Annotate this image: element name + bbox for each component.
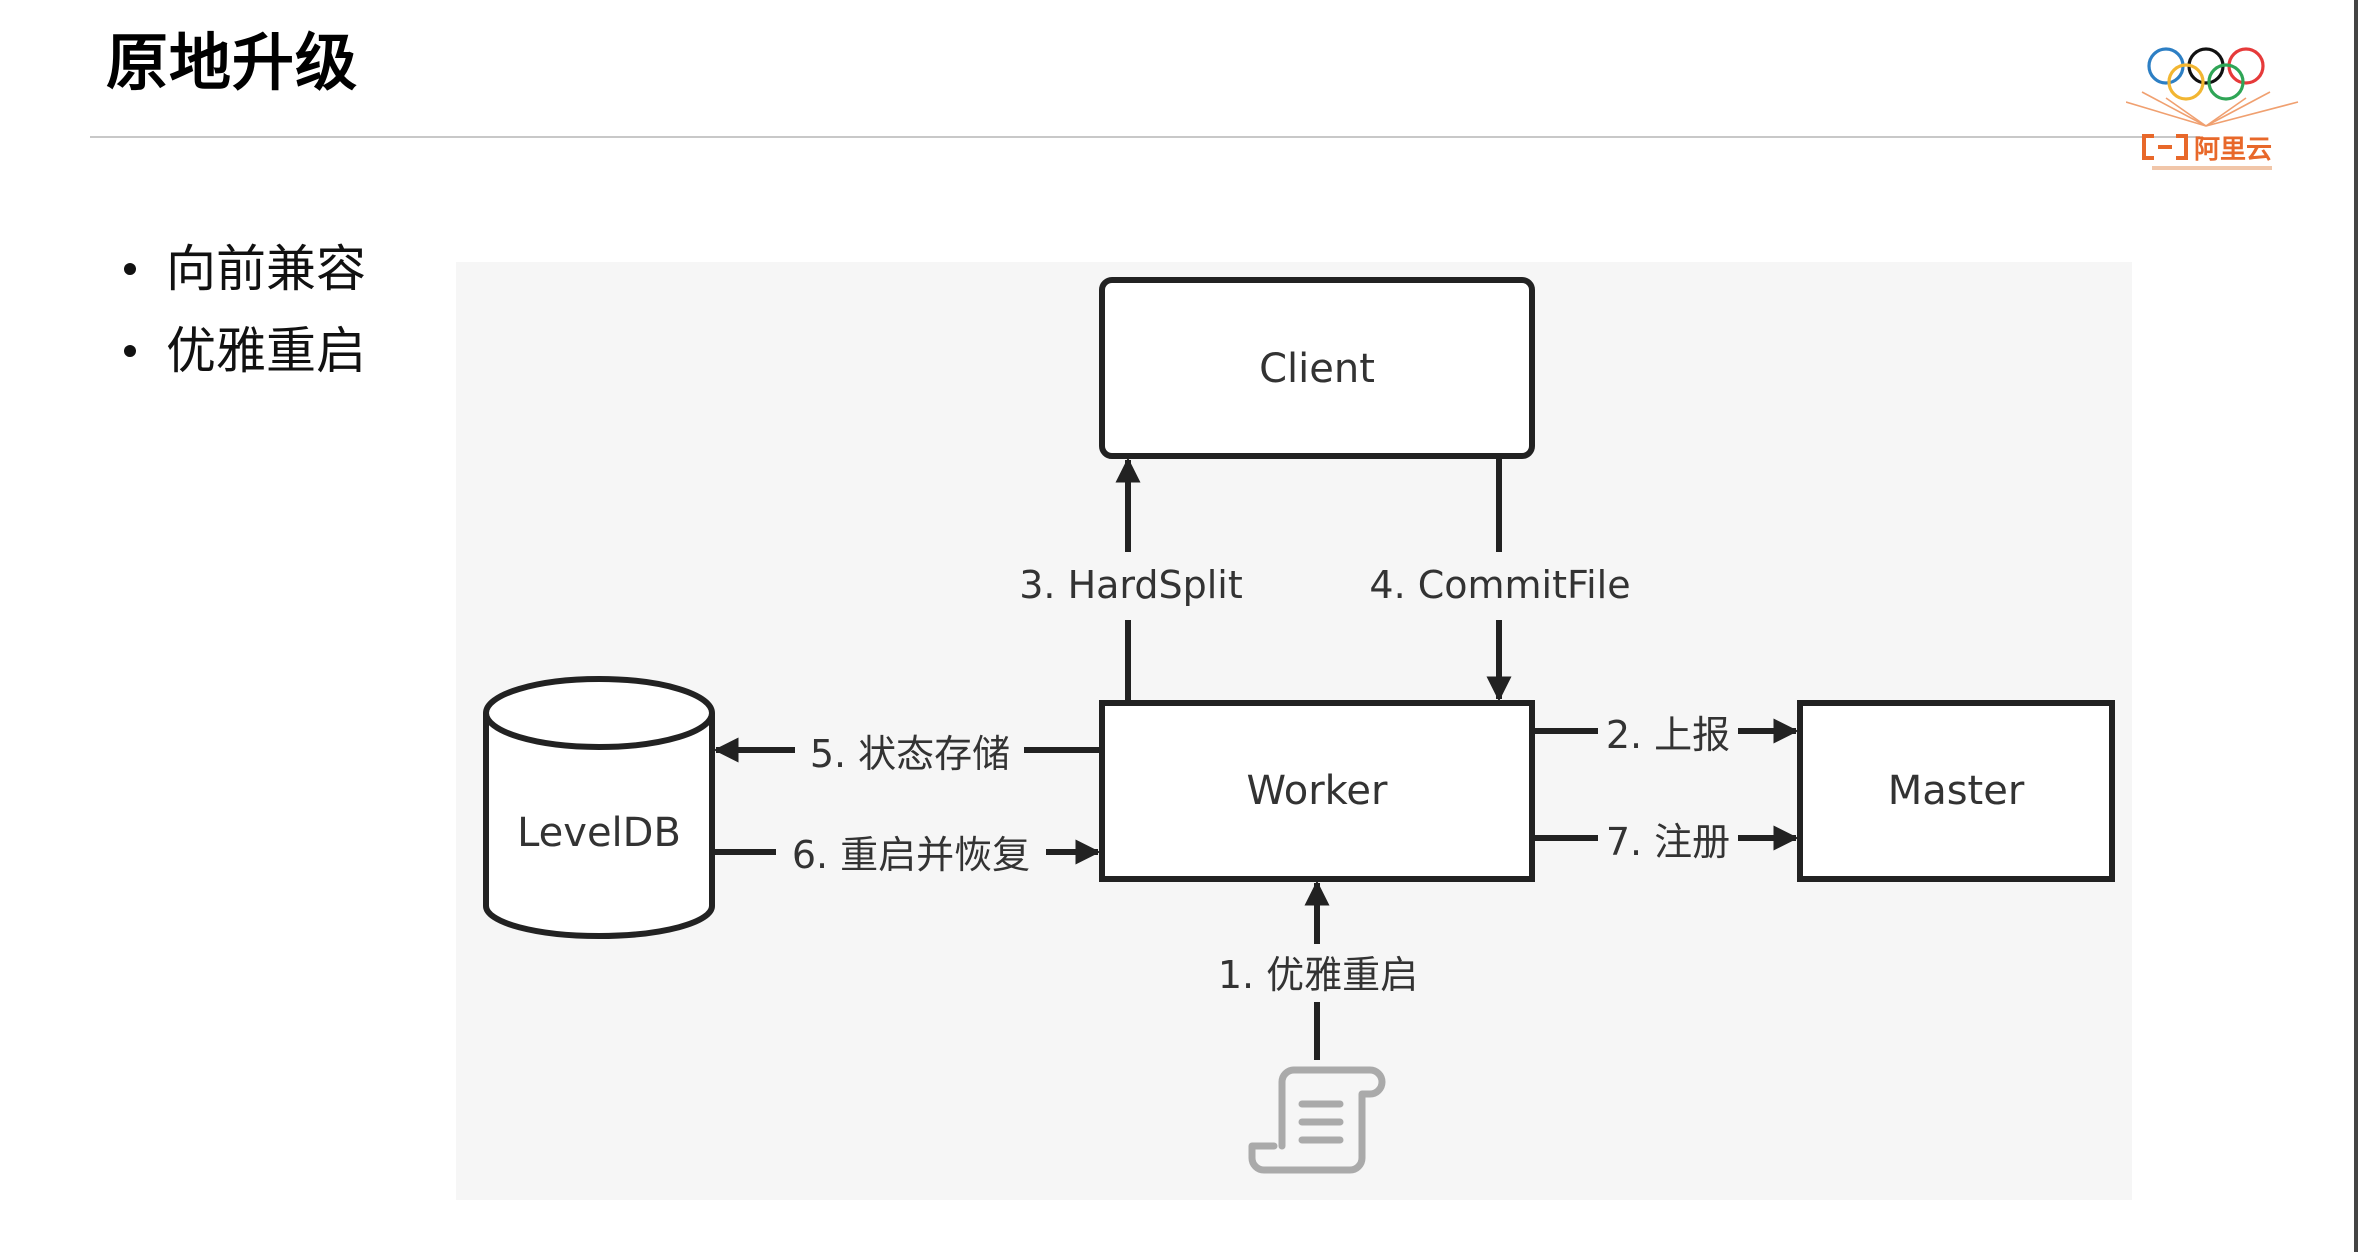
- aliyun-mark-icon: [2142, 134, 2188, 160]
- edge-graceful-label: 1. 优雅重启: [1218, 953, 1418, 997]
- client-label: Client: [1259, 346, 1375, 392]
- leveldb-node: [483, 676, 715, 939]
- worker-node: [1099, 700, 1535, 882]
- edge-commitfile-label: 4. CommitFile: [1369, 563, 1630, 607]
- edge-store-label: 5. 状态存储: [810, 732, 1010, 776]
- client-node: [1099, 277, 1535, 459]
- bullet-list: 向前兼容 优雅重启: [124, 228, 366, 392]
- bullet-dot: [124, 345, 136, 357]
- bullet-dot: [124, 263, 136, 275]
- master-node: [1797, 700, 2115, 882]
- slide-title: 原地升级: [106, 26, 359, 99]
- edge-hardsplit-label: 3. HardSplit: [1019, 563, 1243, 607]
- bullet-item: 向前兼容: [124, 228, 366, 310]
- bullet-text: 优雅重启: [166, 322, 366, 380]
- aliyun-olympic-logo: 阿里云: [2126, 47, 2299, 170]
- logo-brand-text: 阿里云: [2194, 135, 2272, 165]
- bullet-item: 优雅重启: [124, 310, 366, 392]
- edge-restore-label: 6. 重启并恢复: [792, 833, 1030, 877]
- olympic-rings-icon: [2147, 47, 2265, 101]
- master-label: Master: [1888, 768, 2025, 814]
- bullet-text: 向前兼容: [166, 240, 366, 298]
- worker-label: Worker: [1247, 768, 1388, 814]
- window-edge: [2354, 0, 2358, 1252]
- sun-rays-icon: [2126, 91, 2299, 127]
- edge-register-label: 7. 注册: [1606, 820, 1730, 864]
- title-divider: [90, 136, 2200, 138]
- script-icon: [1248, 1066, 1386, 1174]
- edge-report-label: 2. 上报: [1606, 713, 1730, 757]
- leveldb-label: LevelDB: [517, 810, 681, 856]
